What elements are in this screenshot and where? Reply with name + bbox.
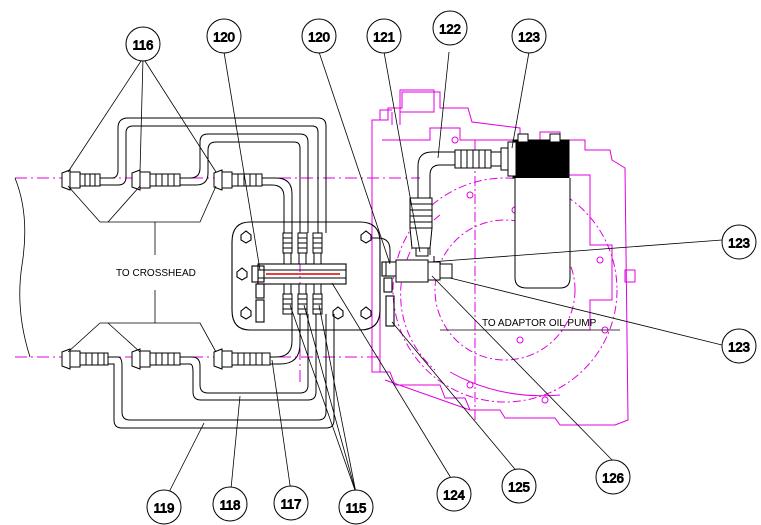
bolt-hole-5 [466,191,474,199]
balloon-120-left: 120 [206,18,242,54]
bolt-hole-4 [541,396,549,404]
housing-edge-2 [384,379,471,411]
balloon-123-top-label: 123 [518,30,540,45]
balloon-124-label: 124 [443,488,465,503]
manifold-hex-1 [240,230,252,244]
balloon-121: 121 [366,18,402,54]
leader-lines [67,51,723,503]
balloon-123-right-upper: 123 [721,224,757,260]
balloon-122: 122 [432,10,468,46]
housing-port [624,269,636,283]
manifold-hex-6 [332,306,344,320]
manifold-hex-4 [360,230,372,244]
balloon-120-right-label: 120 [308,30,330,45]
balloon-125: 125 [501,468,537,504]
balloon-116-label: 116 [133,38,154,53]
balloon-118: 118 [212,486,248,522]
balloon-121-label: 121 [373,30,395,45]
balloon-120-left-label: 120 [213,30,235,45]
manifold-hex-3 [240,306,252,320]
manifold-lower-fittings [282,283,323,315]
housing-body [371,91,629,426]
bolt-hole-3 [516,336,524,344]
balloon-126: 126 [595,459,631,495]
balloon-117-label: 117 [281,497,302,512]
balloon-123-right-lower-label: 123 [728,340,750,355]
note-to-crosshead: TO CROSSHEAD [116,268,196,279]
hose-end-fittings-left [61,169,271,370]
housing-curve [449,371,561,397]
bolt-hole-7 [596,256,604,264]
balloon-115-label: 115 [346,501,367,516]
balloon-125-label: 125 [508,480,530,495]
housing-inner-1 [382,127,520,141]
pump-housing-outline [371,89,636,426]
manifold-upper-fittings [282,232,323,265]
balloon-115: 115 [338,489,374,525]
balloon-124: 124 [436,476,472,512]
housing-bore-small [434,219,576,361]
balloon-120-right: 120 [301,18,337,54]
manifold-hex-5 [360,306,372,320]
housing-top-block [399,89,435,113]
housing-bore-large [392,177,618,403]
balloon-116: 116 [125,26,161,62]
balloon-123-right-upper-label: 123 [728,236,750,251]
callout-balloons: 116 120 120 121 122 123 123 123 124 125 … [125,10,757,525]
tee-adaptor [385,197,453,283]
balloon-126-label: 126 [602,471,624,486]
balloon-118-label: 118 [220,498,241,513]
balloon-119-label: 119 [154,501,175,516]
crosshead-break-line [14,177,31,358]
housing-inner-3 [379,109,392,120]
manifold-hex-2 [236,267,248,281]
balloon-123-right-lower: 123 [721,328,757,364]
note-to-adaptor-oil-pump: TO ADAPTOR OIL PUMP [482,318,597,329]
balloon-123-top: 123 [511,18,547,54]
oil-filter-assembly [454,133,571,289]
housing-flange [559,140,613,331]
balloon-122-label: 122 [439,22,461,37]
bolt-hole-1 [451,136,459,144]
housing-inner-2 [391,112,401,125]
balloon-117: 117 [273,485,309,521]
balloon-119: 119 [146,489,182,525]
